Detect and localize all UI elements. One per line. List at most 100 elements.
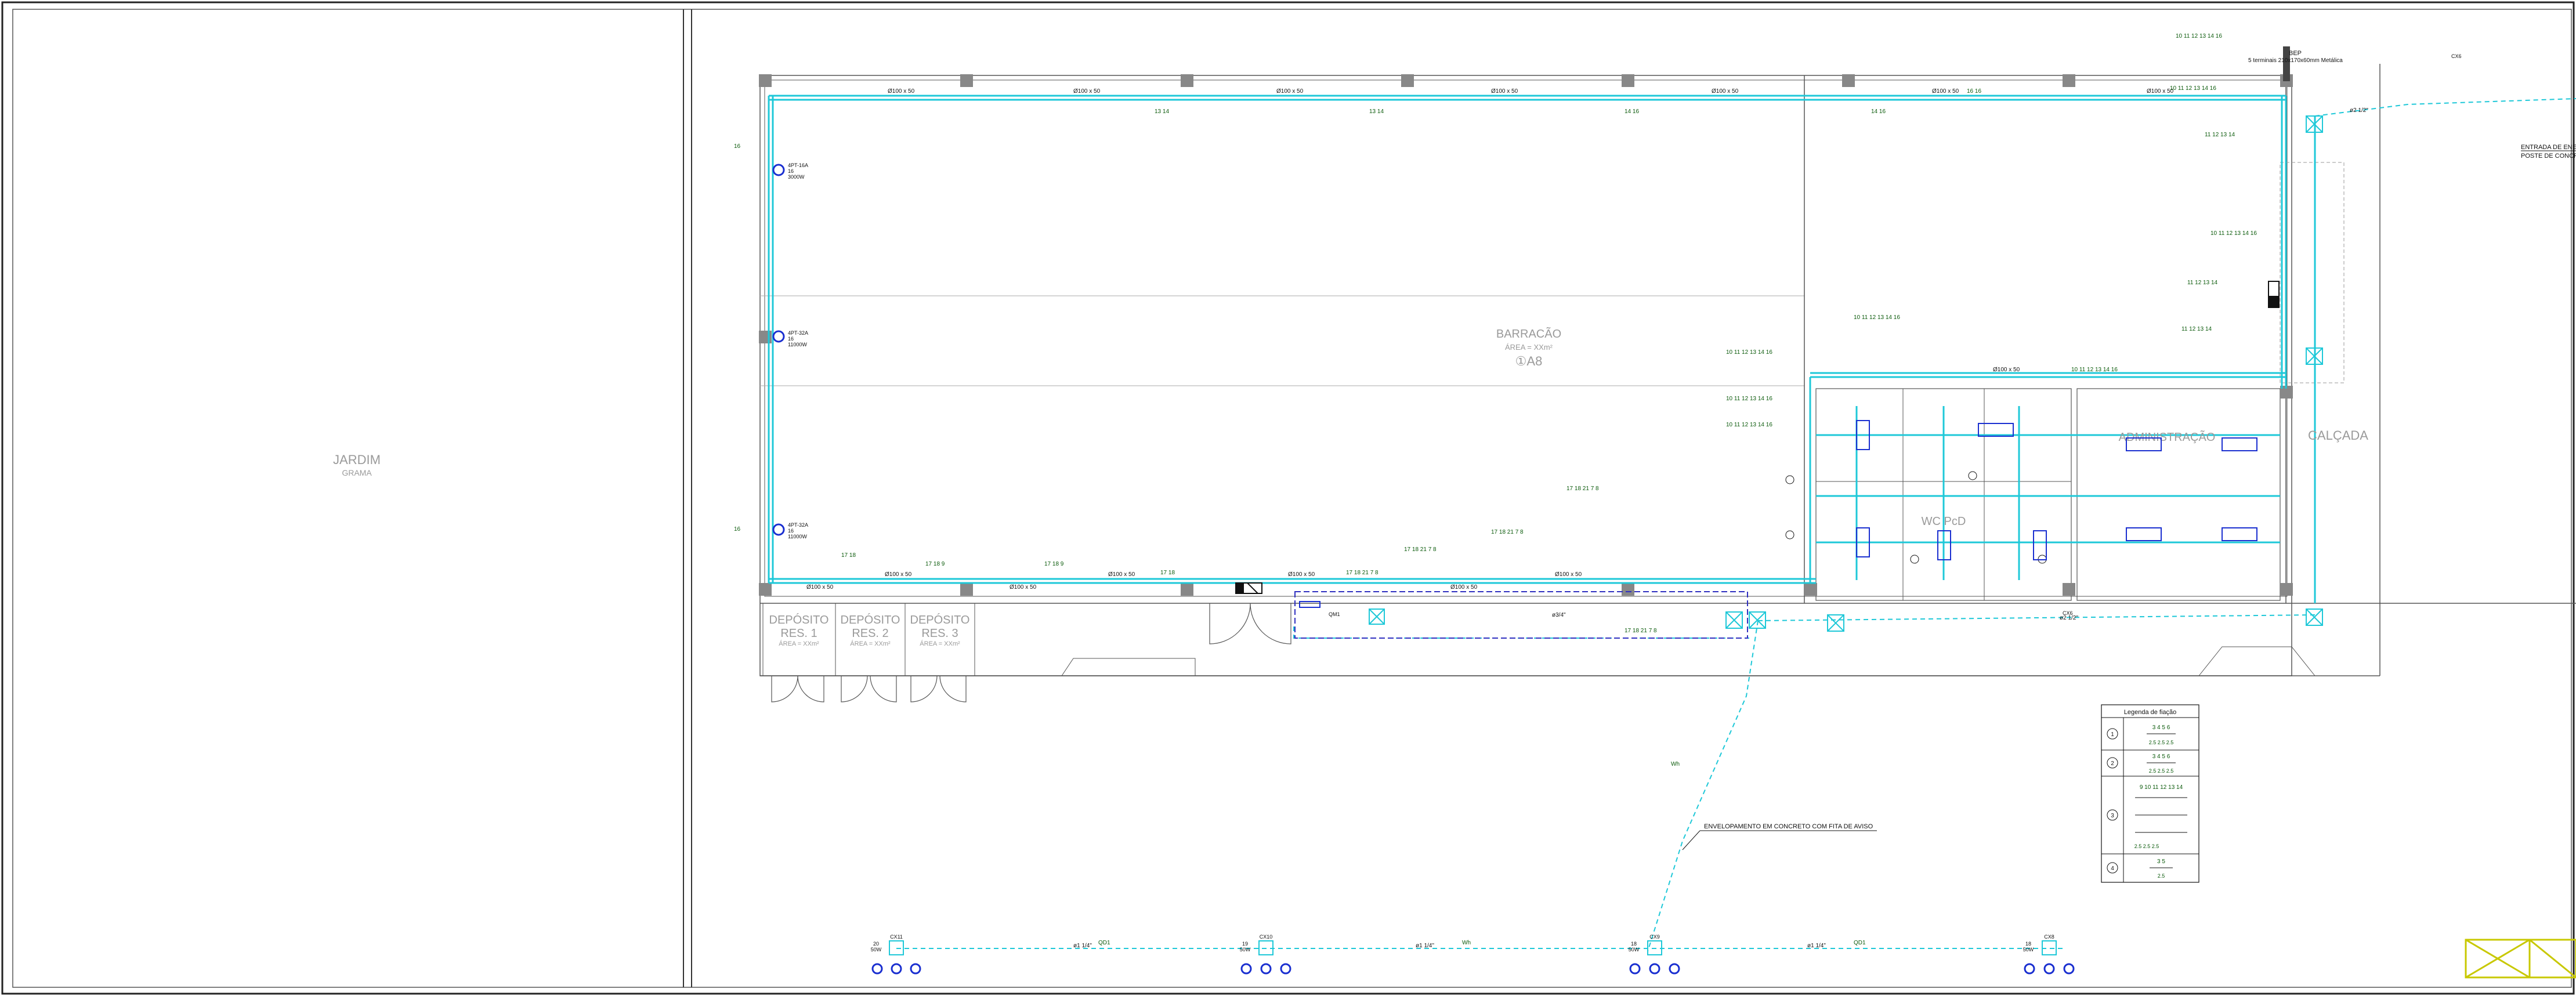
- svg-text:14 16: 14 16: [1871, 108, 1886, 115]
- meter-panel[interactable]: [1235, 582, 1262, 594]
- svg-text:4: 4: [2111, 865, 2114, 872]
- box-cx16[interactable]: [1369, 609, 1385, 625]
- light-fixture[interactable]: 4PT-32A 16 11000W: [772, 522, 808, 539]
- light-id: 4PT-32A: [788, 522, 808, 528]
- svg-text:ÁREA = XXm²: ÁREA = XXm²: [779, 640, 819, 647]
- pole-cx11[interactable]: CX11 20 50W: [871, 934, 921, 975]
- svg-text:50W: 50W: [1240, 947, 1251, 952]
- svg-text:RES. 3: RES. 3: [921, 627, 958, 640]
- room-jardim: JARDIM GRAMA: [333, 452, 381, 477]
- svg-text:Ø100 x 50: Ø100 x 50: [1010, 584, 1037, 591]
- svg-text:17 18 21 7 8: 17 18 21 7 8: [1566, 486, 1599, 492]
- svg-text:Ø100 x 50: Ø100 x 50: [1073, 88, 1101, 95]
- svg-text:11 12 13 14: 11 12 13 14: [2181, 326, 2212, 332]
- svg-text:CX9: CX9: [1649, 934, 1660, 940]
- svg-text:17 18: 17 18: [1160, 570, 1175, 576]
- svg-text:Ø100 x 50: Ø100 x 50: [1993, 367, 2020, 373]
- conduit-runs: [768, 95, 2316, 603]
- box-cx3[interactable]: [2306, 609, 2323, 626]
- structural-columns: [759, 74, 2293, 596]
- svg-text:3 4 5 6: 3 4 5 6: [2152, 725, 2170, 731]
- svg-text:Wh: Wh: [1671, 761, 1680, 767]
- svg-text:CX8: CX8: [2044, 934, 2054, 940]
- pole-cx8[interactable]: CX8 18 50W: [2023, 934, 2075, 975]
- distribution-panel[interactable]: [2268, 281, 2280, 308]
- svg-text:11 12 13 14: 11 12 13 14: [2187, 280, 2218, 286]
- bep-label: BEP: [2289, 50, 2302, 57]
- lamp-icon: [772, 164, 785, 176]
- room-deposito-1: DEPÓSITO RES. 1 ÁREA = XXm²: [769, 613, 829, 647]
- svg-text:ø1 1/4": ø1 1/4": [1807, 943, 1826, 949]
- svg-text:Ø100 x 50: Ø100 x 50: [885, 571, 912, 578]
- room-deposito-3: DEPÓSITO RES. 3 ÁREA = XXm²: [910, 613, 970, 647]
- light-fixture[interactable]: 4PT-16A 16 3000W: [772, 162, 808, 180]
- svg-text:ÁREA = XXm²: ÁREA = XXm²: [850, 640, 891, 647]
- light-circuit: 16: [788, 528, 794, 534]
- room-jardim-sub: GRAMA: [342, 468, 372, 477]
- room-calcada: CALÇADA: [2308, 428, 2368, 443]
- svg-text:17 18 9: 17 18 9: [1044, 561, 1064, 567]
- svg-text:18: 18: [2025, 941, 2031, 947]
- svg-text:ø1 1/4": ø1 1/4": [1416, 943, 1434, 949]
- box-cx4[interactable]: [2306, 347, 2323, 365]
- wiring-legend: Legenda de fiação 1 3 4 5 6 2.5 2.5 2.5 …: [2101, 704, 2199, 883]
- building-outline: [759, 64, 2576, 676]
- legend-row: 2 3 4 5 6 2.5 2.5 2.5: [2107, 754, 2176, 774]
- svg-text:Ø100 x 50: Ø100 x 50: [1555, 571, 1582, 578]
- svg-text:13 14: 13 14: [1369, 108, 1384, 115]
- svg-text:11 12 13 14: 11 12 13 14: [2205, 132, 2235, 138]
- svg-text:ENVELOPAMENTO EM CONCRETO COM: ENVELOPAMENTO EM CONCRETO COM FITA DE AV…: [1704, 823, 1873, 830]
- svg-text:Ø100 x 50: Ø100 x 50: [1450, 584, 1478, 591]
- svg-text:16: 16: [734, 526, 741, 533]
- svg-text:CX11: CX11: [890, 934, 903, 940]
- svg-text:9 10 11 12 13 14: 9 10 11 12 13 14: [2140, 784, 2183, 791]
- svg-text:20: 20: [873, 941, 879, 947]
- room-barracao: BARRACÃO ÁREA = XXm² ①A8: [1496, 327, 1561, 368]
- light-power: 11000W: [788, 342, 807, 347]
- pole-cx9[interactable]: CX9 18 50W: [1629, 934, 1680, 975]
- light-circuit: 16: [788, 336, 794, 342]
- svg-text:2.5 2.5 2.5: 2.5 2.5 2.5: [2149, 740, 2174, 745]
- box-cx7[interactable]: [1749, 611, 1766, 629]
- fluorescent-fixtures: [1299, 420, 2257, 608]
- svg-text:ø2 1/2": ø2 1/2": [2350, 107, 2368, 114]
- svg-text:3 5: 3 5: [2157, 859, 2165, 865]
- light-fixture[interactable]: 4PT-32A 16 11000W: [772, 330, 808, 347]
- svg-text:CX6: CX6: [2451, 53, 2462, 59]
- bep-box[interactable]: [2283, 46, 2290, 81]
- doors: [771, 603, 1291, 702]
- svg-text:DEPÓSITO: DEPÓSITO: [769, 613, 829, 626]
- svg-text:QM1: QM1: [1329, 611, 1340, 617]
- pole-cx10[interactable]: CX10 19 50W: [1240, 934, 1291, 975]
- box-cx1[interactable]: [2306, 115, 2323, 133]
- svg-text:19: 19: [1242, 941, 1248, 947]
- room-barracao-name: BARRACÃO: [1496, 327, 1561, 341]
- svg-text:ø3/4": ø3/4": [1552, 612, 1566, 618]
- svg-text:2.5: 2.5: [2158, 873, 2165, 879]
- svg-text:10 11 12 13 14 16: 10 11 12 13 14 16: [1726, 422, 1772, 428]
- svg-text:10 11 12 13 14 16: 10 11 12 13 14 16: [1726, 349, 1772, 356]
- light-fixtures: 4PT-16A 16 3000W 4PT-32A 16 11000W 4PT-3…: [772, 162, 808, 539]
- envelopamento-note: ENVELOPAMENTO EM CONCRETO COM FITA DE AV…: [1682, 823, 1877, 850]
- svg-text:10 11 12 13 14 16: 10 11 12 13 14 16: [1854, 314, 1900, 321]
- svg-text:10 11 12 13 14 16: 10 11 12 13 14 16: [2170, 85, 2216, 92]
- svg-text:14 16: 14 16: [1625, 108, 1639, 115]
- svg-text:2.5 2.5 2.5: 2.5 2.5 2.5: [2134, 843, 2159, 849]
- svg-text:16 16: 16 16: [1967, 88, 1981, 95]
- svg-text:10 11 12 13 14 16: 10 11 12 13 14 16: [2210, 230, 2257, 237]
- svg-text:ø2 1/2": ø2 1/2": [2060, 615, 2078, 621]
- room-barracao-area: ÁREA = XXm²: [1505, 343, 1553, 352]
- box-cx2[interactable]: [1827, 614, 1844, 632]
- svg-text:ø1 1/4": ø1 1/4": [1073, 943, 1092, 949]
- light-power: 11000W: [788, 534, 807, 539]
- svg-text:10 11 12 13 14 16: 10 11 12 13 14 16: [2071, 367, 2118, 373]
- box-cx13[interactable]: [1725, 611, 1743, 629]
- svg-text:Ø100 x 50: Ø100 x 50: [1276, 88, 1304, 95]
- room-administracao: ADMINISTRAÇÃO: [2119, 430, 2216, 444]
- light-id: 4PT-32A: [788, 330, 808, 336]
- legend-row: 3 9 10 11 12 13 14 2.5 2.5 2.5: [2107, 784, 2187, 849]
- room-barracao-watermark: ①A8: [1515, 354, 1543, 368]
- svg-text:DEPÓSITO: DEPÓSITO: [910, 613, 970, 626]
- svg-text:Ø100 x 50: Ø100 x 50: [1712, 88, 1739, 95]
- svg-text:17 18 21 7 8: 17 18 21 7 8: [1625, 628, 1657, 634]
